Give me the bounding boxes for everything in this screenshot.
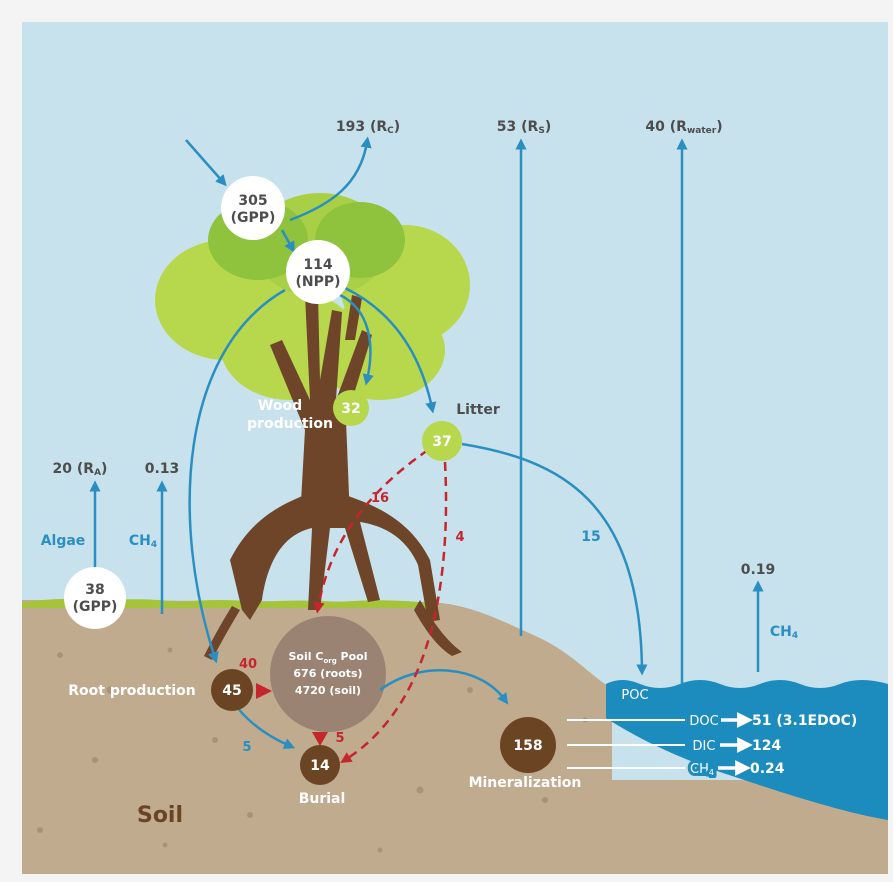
- root-to-pool-arrow: [256, 683, 272, 699]
- algae-label: Algae: [41, 533, 86, 549]
- export-arrows: [567, 712, 753, 776]
- mineralization-value: 158: [513, 738, 542, 754]
- algae-ch4-value: 0.13: [145, 461, 180, 477]
- mineralization-label: Mineralization: [469, 775, 582, 791]
- burial-value: 14: [310, 758, 330, 774]
- pool-to-mineralization-arrow: [379, 669, 509, 705]
- algae-gpp-label: (GPP): [73, 599, 118, 615]
- light-input-arrow: [185, 139, 227, 187]
- pool-to-burial-arrow: [312, 732, 328, 746]
- gpp-label: (GPP): [231, 210, 276, 226]
- algae-ch4-label: CH4: [129, 533, 157, 550]
- algae-gpp-node: [64, 567, 126, 629]
- npp-label: (NPP): [295, 274, 340, 290]
- litter-to-burial-value: 4: [455, 530, 464, 545]
- gpp-value: 305: [238, 193, 267, 209]
- algae-gpp-value: 38: [85, 582, 104, 598]
- dic-value: 124: [752, 738, 781, 754]
- root-node: [211, 669, 253, 711]
- poc-label: POC: [621, 688, 648, 703]
- wood-node: [333, 390, 369, 426]
- npp-to-root-arrow: [188, 288, 286, 664]
- wood-label-2: production: [247, 416, 333, 432]
- blue-flows: [89, 136, 764, 749]
- burial-node: [300, 745, 340, 785]
- root-value: 45: [222, 683, 241, 699]
- root-to-burial-value: 5: [242, 740, 251, 755]
- litter-node: [422, 421, 462, 461]
- ch4-export-value: 0.24: [750, 761, 785, 777]
- litter-value: 37: [432, 434, 451, 450]
- litter-to-soil-arrow: [313, 448, 429, 614]
- wood-value: 32: [341, 401, 360, 417]
- soil-pebbles: [37, 647, 588, 853]
- rs-label: 53 (RS): [497, 119, 551, 136]
- npp-node: [286, 240, 350, 304]
- water-ch4-label: CH4: [770, 624, 798, 641]
- doc-value: 51 (3.1EDOC): [752, 713, 857, 729]
- npp-to-litter-arrow: [344, 286, 437, 414]
- water-ch4-value: 0.19: [741, 562, 776, 578]
- burial-label: Burial: [299, 791, 346, 807]
- ra-label: 20 (RA): [53, 461, 108, 478]
- ch4-export-label: CH4: [690, 762, 714, 777]
- soil-pool-roots: 676 (roots): [293, 667, 362, 680]
- root-to-pool-value: 40: [239, 657, 257, 672]
- wood-label-1: Wood: [258, 398, 302, 414]
- soil-pool-soil: 4720 (soil): [295, 684, 361, 697]
- litter-to-poc-value: 15: [581, 529, 600, 545]
- npp-value: 114: [303, 257, 332, 273]
- litter-to-burial-arrow: [340, 461, 448, 764]
- soil-label: Soil: [137, 803, 183, 828]
- gpp-to-npp-arrow: [280, 229, 295, 253]
- dic-label: DIC: [693, 739, 716, 754]
- soil-carbon-pool: [270, 616, 386, 732]
- gpp-node: [221, 176, 285, 240]
- doc-label: DOC: [689, 714, 718, 729]
- mineralization-node: [500, 717, 556, 773]
- rc-label: 193 (RC): [336, 119, 400, 136]
- root-right-prop: [414, 600, 462, 656]
- soil-pool-title: Soil Corg Pool: [289, 650, 368, 665]
- root-left-prop: [204, 606, 240, 660]
- litter-label: Litter: [456, 402, 500, 418]
- root-label: Root production: [68, 683, 196, 699]
- red-flows: [313, 448, 448, 764]
- litter-to-soil-value: 16: [371, 491, 389, 506]
- tree-trunk: [230, 295, 440, 622]
- npp-to-wood-arrow: [339, 293, 374, 386]
- litter-to-poc-arrow: [461, 442, 648, 676]
- rc-flow-arrow: [289, 136, 372, 222]
- pool-to-burial-value: 5: [335, 731, 344, 746]
